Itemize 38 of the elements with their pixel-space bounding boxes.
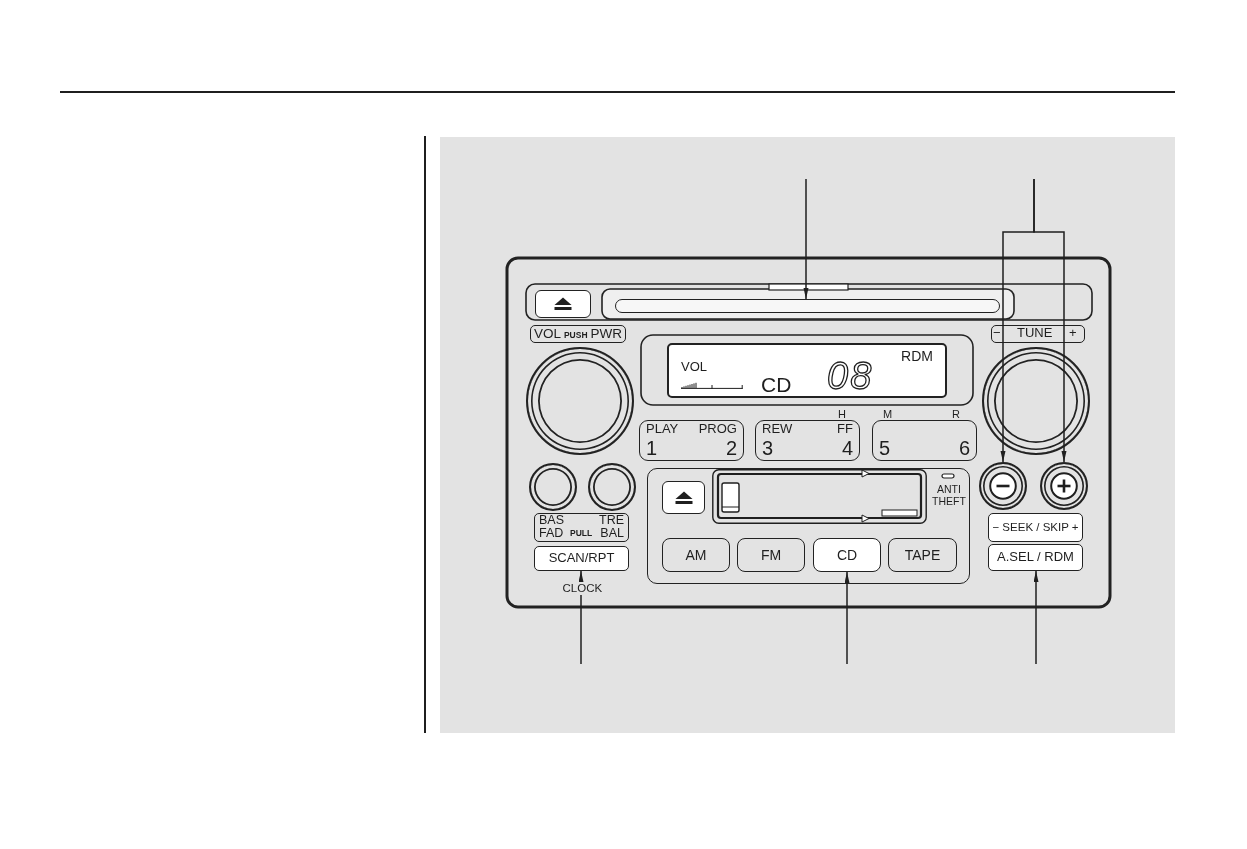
disc-slot [615,299,1000,313]
leader-line [803,178,809,300]
label-plate: − SEEK / SKIP + [988,513,1083,542]
leader-line [578,570,584,665]
preset-button: 5 6 [872,420,977,461]
round-button [1040,462,1088,510]
leader-line [1033,178,1067,463]
button-caption: M [883,407,893,420]
leader-line [844,571,850,665]
source-button: TAPE [888,538,957,572]
push-button: A.SEL / RDM [988,544,1083,571]
source-button: AM [662,538,730,572]
label-plate: VOL PUSH PWR [530,325,626,343]
button-caption: H [838,407,846,420]
eject-button [535,290,591,318]
push-button: SCAN/RPT [534,546,629,571]
label-plate: BAS TRE FAD PULL BAL [534,513,629,542]
display-screen [667,343,947,398]
preset-button: REW FF 3 4 [755,420,860,461]
track-number: 08 [827,357,874,395]
leader-line [1033,570,1039,665]
button-caption: CLOCK [561,582,604,595]
button-caption: R [952,407,960,420]
cassette-panel [647,468,970,584]
label-plate: − TUNE + [991,325,1085,343]
volume-indicator: VOL [681,360,707,375]
source-button: CD [813,538,881,572]
eject-button [662,481,705,514]
rotary-knob [526,347,634,455]
indicator-label: ANTI THEFT [931,484,967,508]
rotary-knob [529,463,577,511]
rotary-knob [588,463,636,511]
random-indicator: RDM [901,348,933,365]
round-button [979,462,1027,510]
source-button: FM [737,538,805,572]
preset-button: PLAY PROG 1 2 [639,420,744,461]
rotary-knob [982,347,1090,455]
source-indicator: CD [761,373,792,398]
